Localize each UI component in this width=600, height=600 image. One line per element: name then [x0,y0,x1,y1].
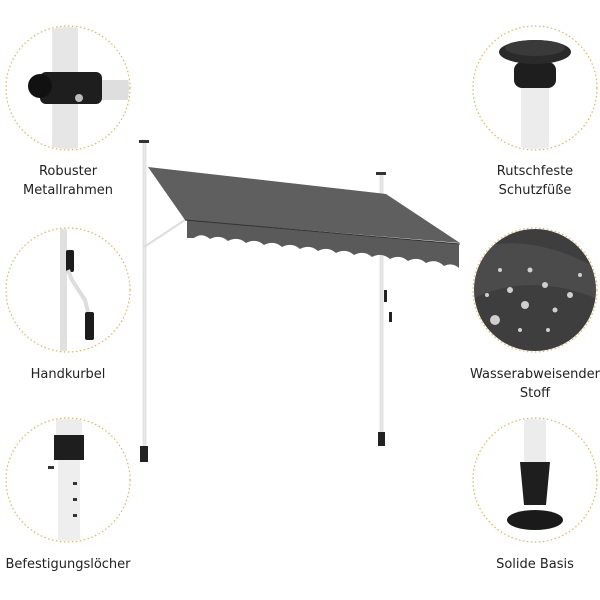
water-drops-icon [474,229,596,351]
pole-foot-icon [499,40,571,149]
feature-label-hand-crank: Handkurbel [30,367,106,382]
feature-label-solid-base: Solide Basis [496,557,574,572]
clamp-joint-icon [28,27,129,149]
awning-product [139,140,461,462]
hand-crank-icon [60,229,94,351]
feature-label-mounting-holes: Befestigungslöcher [5,557,131,572]
pole-base-icon [507,419,563,530]
pole-holes-icon [48,419,84,541]
feature-circle [5,25,131,151]
